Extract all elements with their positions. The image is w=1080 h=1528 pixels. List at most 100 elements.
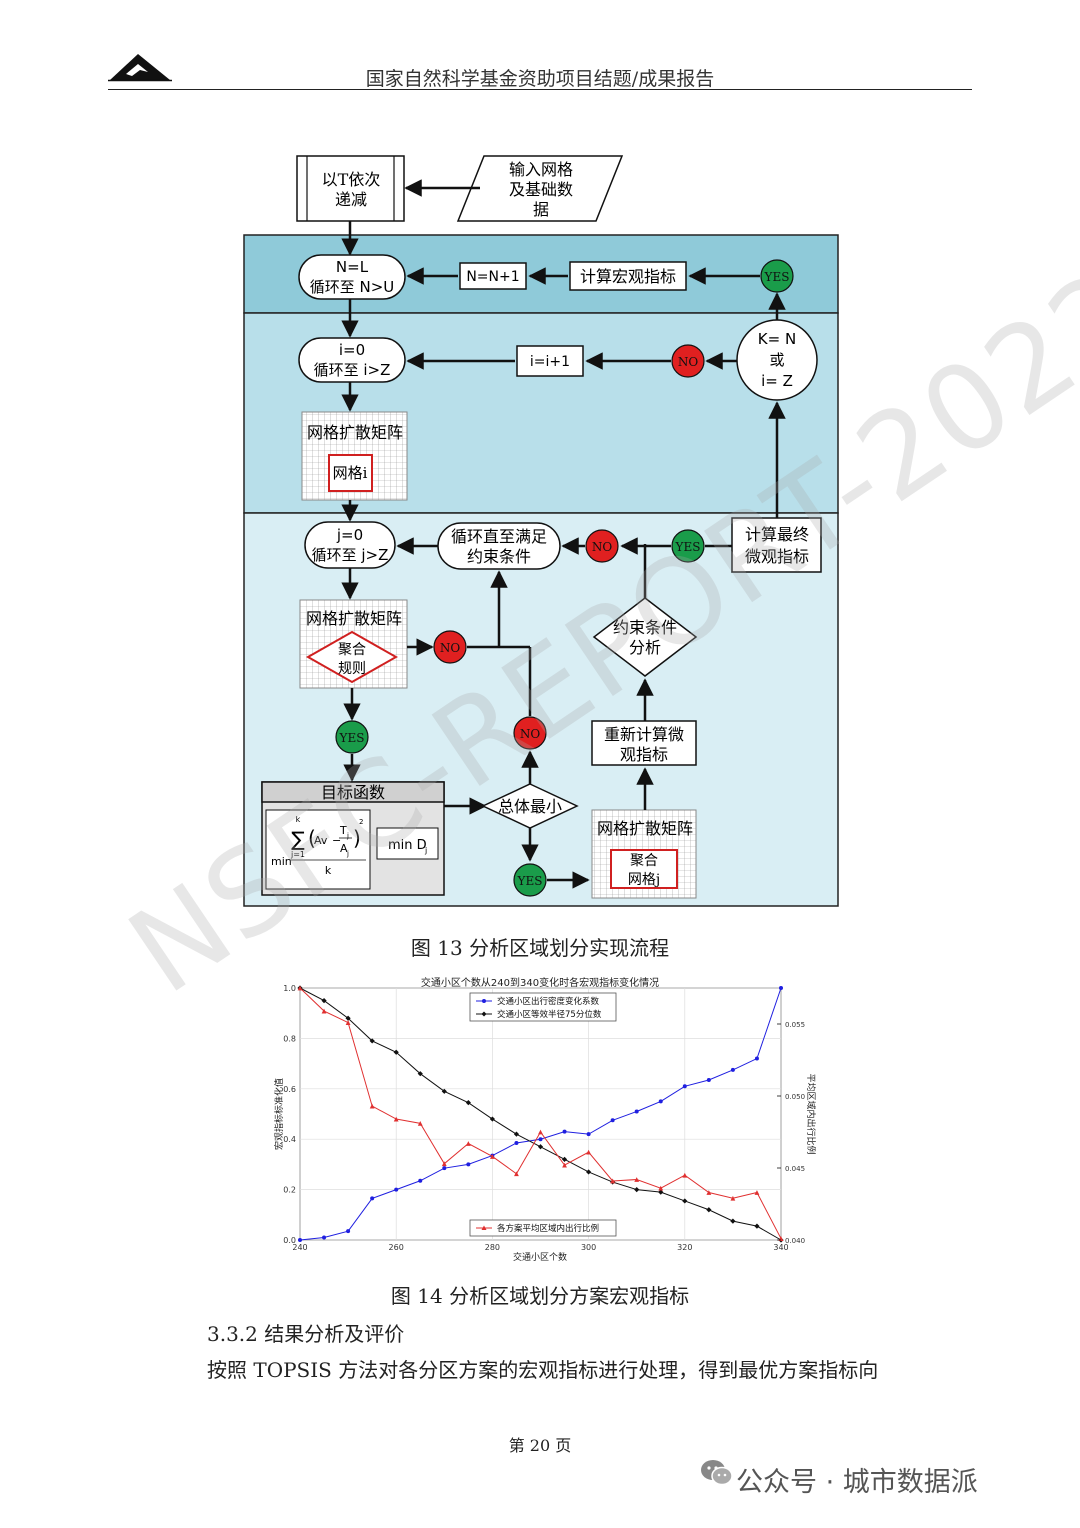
svg-text:i=0: i=0	[339, 341, 365, 359]
data-point	[538, 1129, 543, 1135]
kn-decision-node: K= N 或 i= Z	[736, 319, 818, 401]
svg-text:计算最终: 计算最终	[745, 525, 809, 544]
x-tick-label: 260	[389, 1243, 404, 1252]
section-heading: 3.3.2 结果分析及评价	[207, 1322, 405, 1346]
data-point	[369, 1038, 375, 1044]
grid-matrix-i: 网格扩散矩阵 网格i	[301, 411, 408, 501]
svg-text:YES: YES	[675, 540, 701, 554]
y-tick-label-right: 0.055	[785, 1021, 805, 1029]
y-axis-label: 宏观指标标准化值	[273, 1078, 285, 1150]
svg-text:A: A	[340, 842, 348, 855]
grid-matrix-j: 网格扩散矩阵 聚合 网格j	[591, 809, 697, 899]
yes-node-top: YES	[760, 259, 794, 293]
data-point	[321, 1008, 327, 1014]
svg-text:N=N+1: N=N+1	[466, 269, 519, 285]
x-tick-label: 240	[292, 1243, 307, 1252]
data-point	[321, 998, 327, 1004]
recalc-micro-box: 重新计算微 观指标	[591, 720, 697, 766]
svg-text:j: j	[346, 832, 349, 840]
data-point	[297, 985, 303, 991]
svg-text:): )	[353, 826, 361, 850]
no-node-rule: NO	[433, 630, 467, 664]
legend-marker-ratio	[481, 1225, 487, 1230]
svg-text:据: 据	[533, 200, 549, 219]
svg-text:NO: NO	[592, 540, 613, 554]
data-point	[298, 1238, 302, 1242]
y-tick-label-right: 0.045	[785, 1165, 805, 1173]
x-tick-label: 280	[485, 1243, 500, 1252]
y-tick-label: 0.8	[283, 1034, 296, 1043]
loop-i-terminal: i=0 循环至 i>Z	[298, 337, 406, 383]
data-point	[442, 1166, 447, 1171]
svg-text:(: (	[308, 826, 316, 850]
legend-top: 交通小区出行密度变化系数 交通小区等效半径75分位数	[469, 992, 617, 1022]
x-tick-label: 340	[773, 1243, 788, 1252]
header-divider	[108, 89, 972, 90]
svg-text:网格扩散矩阵: 网格扩散矩阵	[306, 609, 402, 628]
svg-text:计算宏观指标: 计算宏观指标	[580, 267, 676, 286]
svg-text:规则: 规则	[338, 661, 366, 677]
svg-text:循环至 N>U: 循环至 N>U	[310, 278, 395, 296]
svg-text:总体最小: 总体最小	[498, 797, 562, 816]
figure14-chart: 交通小区个数从240到340变化时各宏观指标变化情况 0.00.20.40.60…	[273, 976, 817, 1263]
data-point	[610, 1118, 615, 1123]
svg-text:j: j	[424, 846, 427, 855]
y-tick-label: 0.0	[283, 1236, 296, 1245]
data-point	[322, 1235, 327, 1240]
calc-macro-box: 计算宏观指标	[569, 261, 687, 291]
y-tick-label-right: 0.040	[785, 1237, 805, 1245]
svg-text:约束条件: 约束条件	[613, 618, 677, 637]
page-header-title: 国家自然科学基金资助项目结题/成果报告	[365, 68, 715, 90]
data-point	[730, 1067, 735, 1072]
data-point	[561, 1156, 568, 1162]
data-point	[610, 1178, 616, 1184]
figure14-caption: 图 14 分析区域划分方案宏观指标	[390, 1284, 690, 1308]
overall-min-decision: 总体最小	[481, 783, 579, 829]
data-point	[658, 1099, 663, 1104]
data-point	[754, 1190, 760, 1195]
data-point	[562, 1129, 567, 1134]
input-grid-data: 输入网格 及基础数 据	[456, 155, 624, 222]
data-point	[394, 1187, 399, 1192]
svg-text:NO: NO	[520, 727, 541, 741]
svg-text:i= Z: i= Z	[761, 372, 793, 390]
svg-text:min: min	[271, 855, 292, 868]
svg-text:微观指标: 微观指标	[745, 547, 809, 566]
x-axis-label: 交通小区个数	[513, 1251, 567, 1263]
t-decrement-box: 以T依次 递减	[296, 155, 405, 222]
no-node-i: NO	[671, 344, 705, 378]
data-point	[634, 1109, 639, 1114]
data-point	[682, 1198, 688, 1204]
x-tick-label: 300	[581, 1243, 596, 1252]
data-point	[346, 1229, 351, 1234]
svg-text:j=0: j=0	[336, 526, 363, 544]
data-point	[779, 986, 783, 990]
svg-text:以T依次: 以T依次	[322, 170, 381, 189]
loop-j-terminal: j=0 循环至 j>Z	[304, 521, 396, 569]
no-node-overall: NO	[513, 716, 547, 750]
page-number: 第 20 页	[508, 1436, 572, 1455]
svg-text:聚合: 聚合	[338, 642, 366, 658]
svg-text:网格扩散矩阵: 网格扩散矩阵	[597, 819, 693, 838]
svg-text:网格i: 网格i	[333, 464, 368, 482]
data-point	[754, 1056, 759, 1061]
data-point	[658, 1189, 664, 1195]
yes-node-constraint: YES	[671, 529, 705, 563]
svg-text:∑: ∑	[291, 827, 305, 851]
i-increment-box: i=i+1	[516, 345, 584, 377]
data-point	[466, 1162, 471, 1167]
legend-label-ratio: 各方案平均区域内出行比例	[497, 1223, 599, 1234]
data-point	[682, 1084, 687, 1089]
data-point	[441, 1088, 447, 1094]
svg-text:循环至 i>Z: 循环至 i>Z	[314, 361, 391, 379]
svg-text:j: j	[346, 850, 349, 858]
y-tick-label: 1.0	[283, 984, 296, 993]
data-point	[586, 1132, 591, 1137]
yes-node-rule: YES	[335, 720, 369, 754]
logo-icon	[108, 52, 172, 86]
data-point	[634, 1187, 640, 1193]
data-point	[514, 1140, 519, 1145]
y-axis-label-right: 平均区域内出行比例	[805, 1073, 817, 1154]
yes-node-overall: YES	[513, 863, 547, 897]
svg-text:递减: 递减	[335, 190, 367, 209]
